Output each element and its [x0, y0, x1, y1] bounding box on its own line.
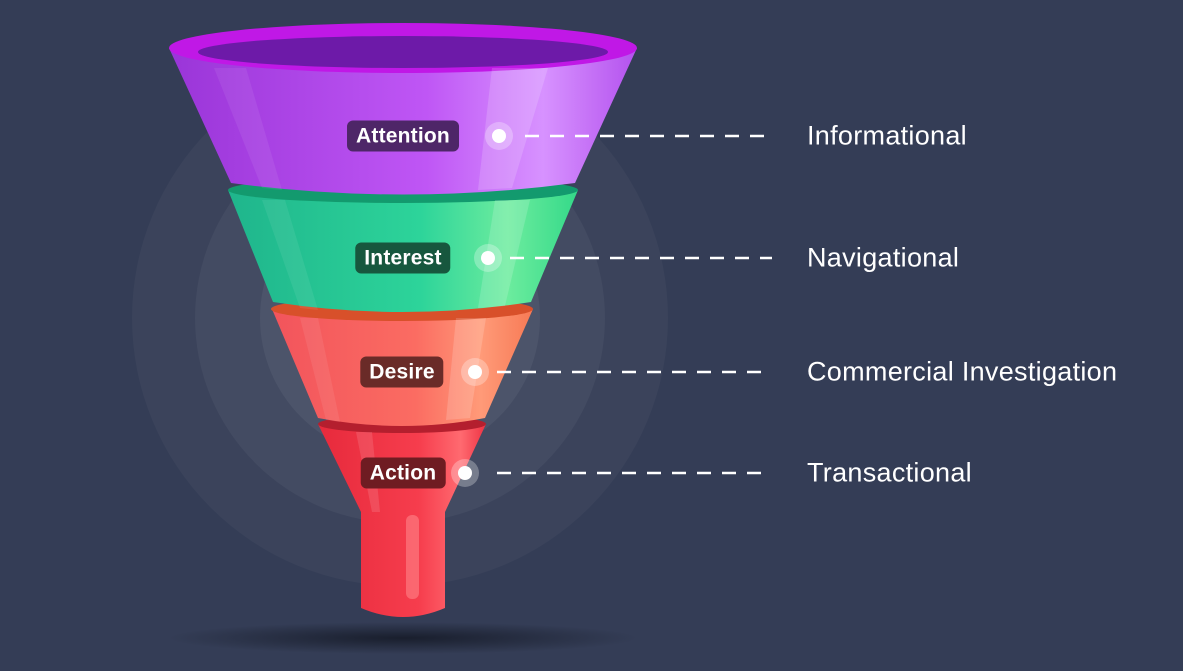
- ground-shadow: [168, 622, 638, 654]
- funnel-segment-attention: [169, 23, 637, 195]
- stage-label-desire: Desire: [360, 356, 444, 388]
- connector-action: [451, 459, 772, 487]
- intent-label-transactional: Transactional: [807, 457, 972, 488]
- intent-label-informational: Informational: [807, 120, 967, 151]
- intent-label-commercial-investigation: Commercial Investigation: [807, 356, 1118, 387]
- stage-label-interest: Interest: [355, 242, 451, 274]
- intent-label-navigational: Navigational: [807, 242, 960, 273]
- connector-attention: [485, 122, 772, 150]
- stage-label-attention: Attention: [347, 120, 459, 152]
- stage-label-action: Action: [360, 457, 446, 489]
- connector-interest: [474, 244, 772, 272]
- connector-desire: [461, 358, 772, 386]
